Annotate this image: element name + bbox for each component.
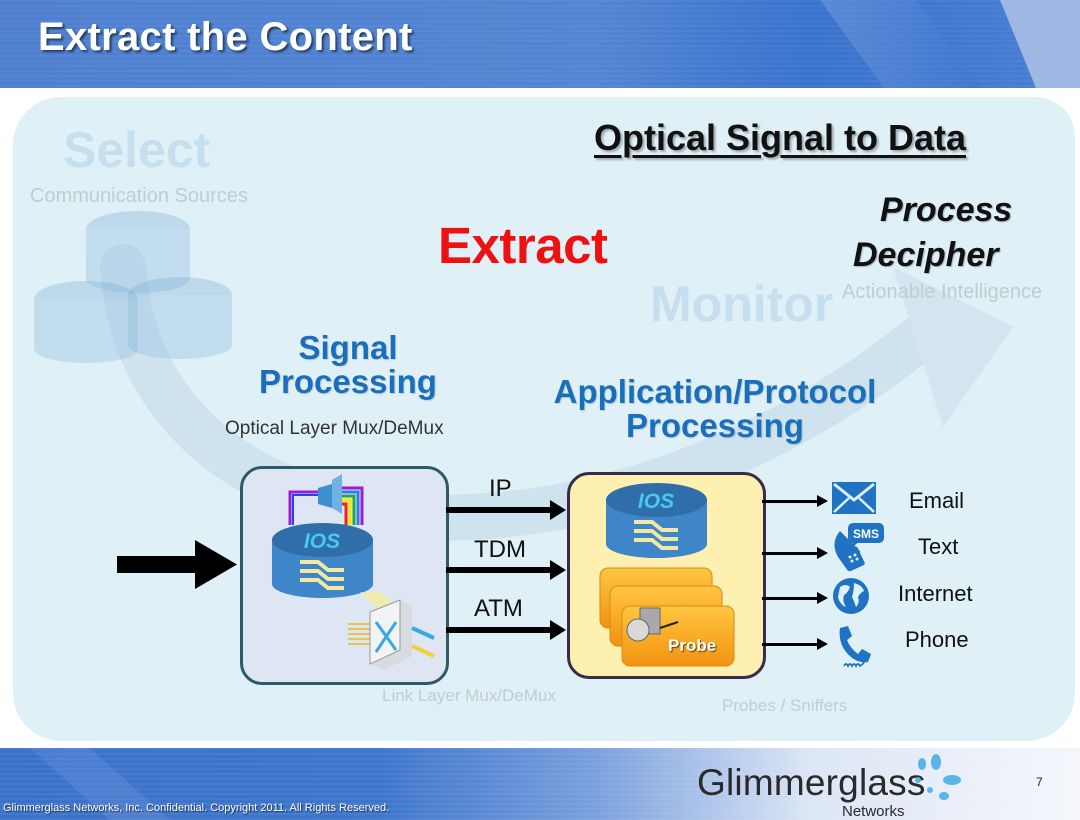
ghost-select-subtitle: Communication Sources (30, 185, 248, 207)
decipher-label: Decipher (853, 236, 999, 274)
header-decoration (1000, 0, 1080, 88)
protocol-arrow-atm (446, 620, 566, 640)
router-icon: IOS (606, 483, 707, 558)
page-number: 7 (1036, 775, 1043, 789)
copyright-notice: Glimmerglass Networks, Inc. Confidential… (3, 802, 390, 814)
ghost-link-layer-label: Link Layer Mux/DeMux (382, 686, 556, 705)
router-ios-text: IOS (638, 490, 674, 513)
ghost-probes-label: Probes / Sniffers (722, 696, 848, 715)
probe-stack-icon (599, 567, 735, 667)
globe-icon (833, 578, 869, 614)
protocol-label-atm: ATM (474, 595, 523, 622)
signal-processing-title-line2: Processing (259, 362, 437, 400)
router-ios-text: IOS (304, 530, 340, 553)
envelope-icon (832, 482, 876, 514)
footer-bar (0, 748, 1080, 820)
protocol-label-ip: IP (489, 475, 512, 502)
app-processing-title: Application/Protocol Processing (530, 375, 900, 442)
process-label: Process (880, 191, 1013, 229)
ghost-monitor-subtitle: Actionable Intelligence (842, 281, 1043, 303)
ghost-router-icon (128, 277, 232, 359)
signal-processing-title: Signal Processing (246, 331, 450, 398)
protocol-arrow-tdm (446, 560, 566, 580)
ghost-monitor-title: Monitor (650, 276, 834, 332)
slide-title: Extract the Content (38, 15, 413, 59)
company-logo-dots-icon (915, 754, 961, 800)
protocol-label-tdm: TDM (474, 536, 526, 563)
output-arrow-internet (762, 592, 828, 604)
ghost-select-title: Select (63, 122, 211, 178)
telephone-icon (839, 626, 871, 669)
diagram-heading: Optical Signal to Data (594, 117, 967, 158)
content-panel: Select Communication Sources Monitor Act… (13, 97, 1075, 741)
app-processing-title-line1: Application/Protocol (553, 373, 877, 410)
output-label-phone: Phone (905, 627, 969, 652)
output-arrow-phone (762, 638, 828, 650)
protocol-arrow-ip (446, 500, 566, 520)
company-logo-subtitle: Networks (842, 803, 905, 820)
probe-label: Probe (668, 636, 717, 655)
output-label-email: Email (909, 488, 965, 513)
company-logo-name: Glimmerglass (697, 762, 926, 803)
router-icon: IOS (272, 523, 373, 598)
output-arrow-email (762, 495, 828, 507)
optical-mux-icon (288, 474, 364, 525)
ghost-router-icon (86, 211, 190, 293)
header-bar (0, 0, 1080, 88)
extract-label: Extract (438, 217, 608, 274)
link-switch-icon (348, 592, 435, 670)
output-arrow-text (762, 547, 828, 559)
header-decoration (820, 0, 980, 88)
ghost-router-icon (34, 281, 138, 363)
output-label-internet: Internet (898, 581, 973, 606)
app-processing-title-line2: Processing (626, 406, 804, 444)
input-arrow-icon (117, 540, 237, 589)
sms-badge-text: SMS (853, 527, 879, 541)
signal-processing-subtitle: Optical Layer Mux/DeMux (225, 418, 444, 439)
signal-processing-title-line1: Signal (298, 329, 398, 366)
background-flow-arrow (100, 244, 1013, 541)
output-label-text: Text (918, 534, 959, 559)
sms-phone-icon: SMS (834, 523, 884, 572)
